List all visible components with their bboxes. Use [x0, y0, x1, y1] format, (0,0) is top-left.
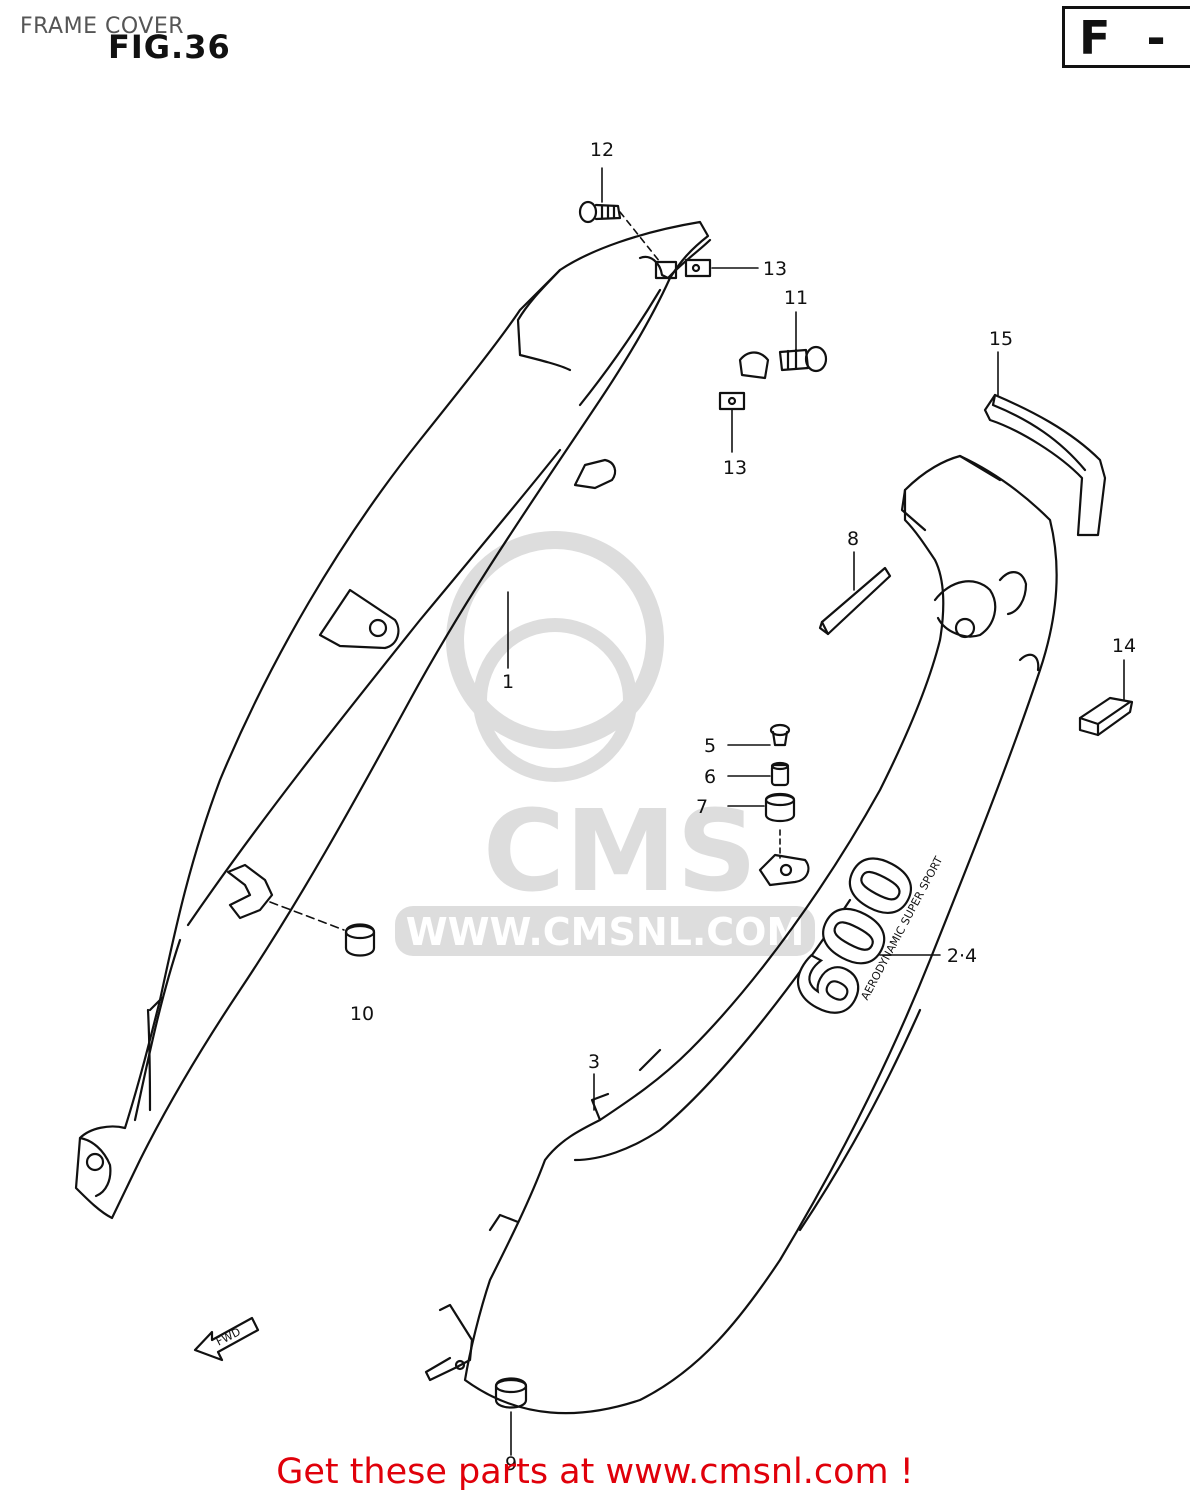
callout-1: 1 [502, 671, 514, 693]
callout-15: 15 [989, 328, 1013, 350]
callout-2-4: 2·4 [947, 945, 977, 967]
callout-8: 8 [847, 528, 859, 550]
watermark: CMS WWW.CMSNL.COM [395, 531, 815, 956]
callout-12: 12 [590, 139, 614, 161]
callout-10: 10 [350, 1003, 374, 1025]
trim-strip-part [983, 393, 1107, 537]
section-code: F - [1079, 11, 1176, 65]
section-box: F - [1062, 6, 1190, 68]
callout-13-upper: 13 [763, 258, 787, 280]
frame-cover-mount-hole [85, 1152, 105, 1172]
callout-7: 7 [696, 796, 708, 818]
callout-9: 9 [505, 1453, 517, 1475]
collar-part-6 [770, 761, 790, 787]
callout-5: 5 [704, 735, 716, 757]
callout-6: 6 [704, 766, 716, 788]
strip-part-8 [818, 566, 892, 636]
page-label: FRAME COVER [20, 14, 185, 39]
watermark-url: WWW.CMSNL.COM [406, 910, 805, 954]
grommet-part-9 [494, 1377, 528, 1409]
screw-part-5 [769, 723, 791, 747]
clip-nut-part-13b [718, 391, 746, 411]
callout-3: 3 [588, 1051, 600, 1073]
watermark-mascot-icon [446, 531, 664, 749]
cover-mount-hole [954, 617, 976, 639]
leader-lines [269, 167, 1125, 1456]
footer-shop-link[interactable]: Get these parts at www.cmsnl.com ! [276, 1452, 914, 1492]
grommet-part-7 [764, 792, 796, 823]
watermark-brand: CMS [483, 787, 757, 917]
bolt-part-11 [738, 345, 828, 380]
forward-arrow-icon [193, 1316, 260, 1362]
frame-cover-right-part [424, 454, 1058, 1415]
callout-14: 14 [1112, 635, 1136, 657]
callout-13-lower: 13 [723, 457, 747, 479]
clip-nut-part-13a [654, 258, 712, 280]
frame-cover-left-part [74, 220, 712, 1220]
grommet-part-10 [344, 923, 376, 957]
block-part-14 [1078, 696, 1134, 737]
screw-part-12 [578, 200, 622, 224]
callout-11: 11 [784, 287, 808, 309]
figure-title: FIG.36 [108, 28, 231, 66]
